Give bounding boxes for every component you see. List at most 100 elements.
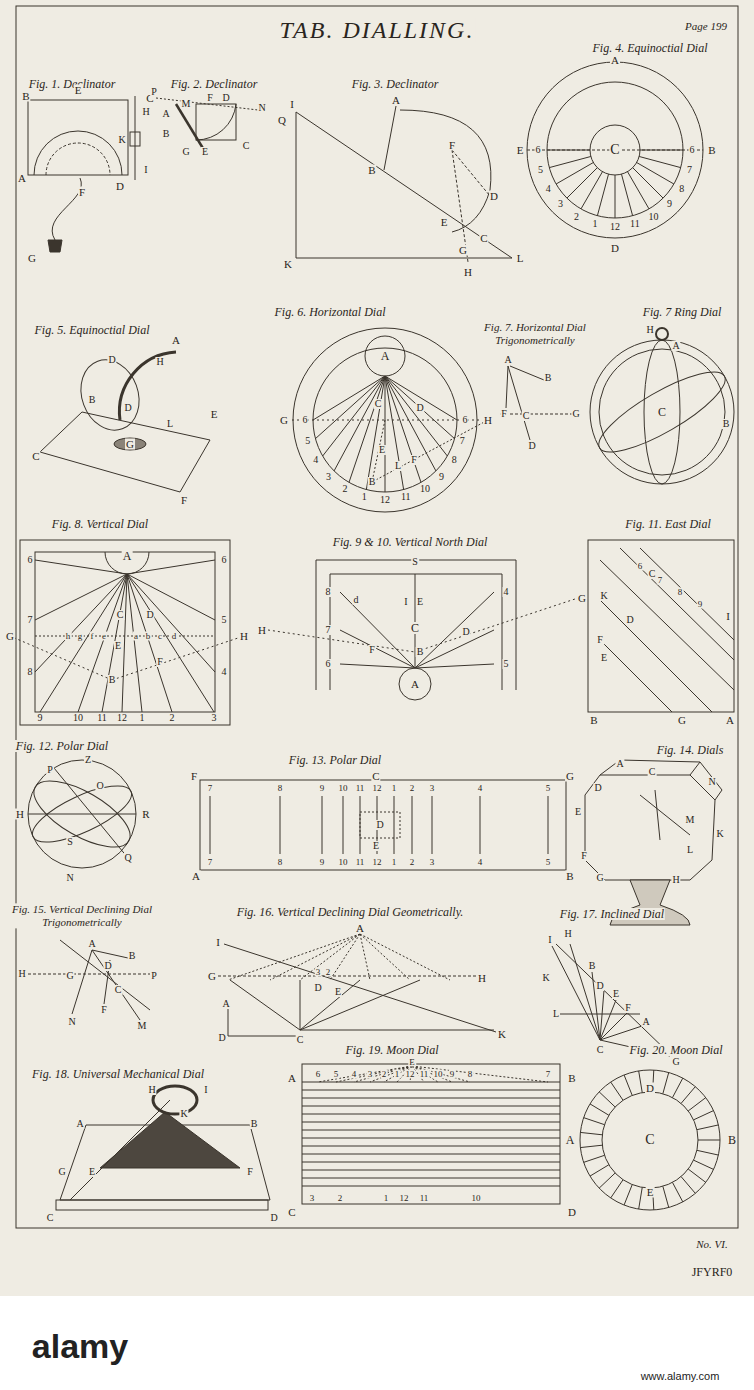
point-letter: N [707, 777, 716, 787]
point-letter: B [722, 419, 731, 429]
point-letter: G [27, 253, 37, 264]
point-letter: H [671, 875, 680, 885]
point-letter: K [541, 973, 550, 983]
engraved-line [640, 150, 683, 151]
point-letter: D [123, 403, 132, 413]
hour-numeral: 5 [333, 1070, 340, 1079]
point-letter: D [221, 93, 230, 103]
point-letter: C [479, 233, 488, 244]
hour-numeral: 3 [429, 858, 436, 867]
point-letter: A [87, 939, 96, 949]
point-letter: G [125, 439, 135, 450]
hour-numeral: 10 [433, 1070, 444, 1079]
hour-numeral: 5 [304, 436, 311, 446]
point-letter: B [108, 675, 117, 685]
point-letter: B [544, 373, 553, 383]
watermark: alamy [31, 1329, 129, 1363]
point-letter: K [715, 829, 724, 839]
point-letter: C [287, 1207, 296, 1218]
figure-caption: Fig. 1. Declinator [28, 78, 117, 90]
point-letter: I [203, 1085, 208, 1095]
engraved-line [580, 1145, 602, 1147]
hour-numeral: 10 [338, 784, 349, 793]
point-letter: F [246, 1167, 254, 1177]
engraved-line [315, 376, 385, 439]
hour-numeral: 6 [221, 555, 228, 565]
point-letter: M [137, 1021, 148, 1031]
point-letter: F [78, 187, 86, 198]
point-letter: A [17, 173, 27, 184]
point-letter: D [145, 610, 154, 620]
point-letter: K [599, 591, 608, 601]
point-letter: D [489, 191, 499, 202]
point-letter: L [166, 419, 174, 429]
point-letter: H [645, 325, 654, 335]
engraved-line [584, 1155, 605, 1162]
hour-numeral: 11 [419, 1070, 430, 1079]
hour-numeral: 6 [462, 415, 469, 425]
hour-numeral: 6 [27, 555, 34, 565]
engraved-line [590, 1165, 609, 1176]
point-letter: F [500, 409, 508, 419]
hour-numeral: 1 [394, 1070, 401, 1079]
plate-title: TAB. DIALLING. [279, 18, 476, 42]
figure-caption: Fig. 7 Ring Dial [642, 306, 723, 318]
point-letter: B [88, 395, 97, 405]
engraved-line [698, 1140, 720, 1141]
hour-numeral: 7 [686, 165, 693, 175]
plate-number: Page 199 [684, 21, 728, 32]
engraved-line [581, 172, 603, 209]
point-letter: I [143, 165, 148, 175]
point-letter: H [141, 107, 150, 117]
engraved-line [302, 1106, 560, 1107]
hour-numeral: 8 [677, 588, 684, 597]
hour-numeral: 2 [573, 212, 580, 222]
hour-numeral: g [77, 632, 84, 641]
hour-numeral: 7 [545, 1070, 552, 1079]
point-letter: A [171, 335, 181, 346]
point-letter: H [563, 929, 572, 939]
engraved-line [672, 1182, 682, 1201]
hour-numeral: 4 [545, 184, 552, 194]
point-letter: S [66, 837, 74, 847]
hour-numeral: 8 [325, 587, 332, 597]
point-letter: E [612, 989, 620, 999]
point-letter: E [88, 1167, 96, 1177]
hour-numeral: 4 [477, 784, 484, 793]
engraved-line [302, 1170, 560, 1171]
point-letter: K [283, 259, 293, 270]
engraved-line [688, 1098, 706, 1111]
engraved-line [412, 1066, 548, 1082]
engraved-line [611, 1180, 623, 1198]
hour-numeral: 2 [409, 858, 416, 867]
point-letter: E [378, 445, 386, 455]
point-letter: F [368, 645, 376, 655]
hour-numeral: h [65, 632, 72, 641]
figure-caption: Fig. 4. Equinoctial Dial [592, 42, 709, 54]
point-letter: A [610, 55, 620, 66]
hour-numeral: 9 [438, 472, 445, 482]
engraved-line [681, 1087, 695, 1104]
figure-caption: Fig. 5. Equinoctial Dial [34, 324, 151, 336]
point-letter: H [257, 625, 267, 636]
hour-numeral: 2 [409, 784, 416, 793]
point-letter: A [122, 550, 133, 562]
point-letter: B [162, 129, 171, 139]
point-letter: E [440, 217, 449, 228]
engraved-line [385, 376, 386, 492]
point-letter: G [5, 631, 15, 642]
point-letter: D [269, 1213, 278, 1223]
point-letter: L [394, 461, 402, 471]
engraved-line [584, 1118, 605, 1125]
point-letter: A [380, 350, 391, 362]
figure-caption: Fig. 2. Declinator [170, 78, 259, 90]
hour-numeral: 3 [325, 472, 332, 482]
point-letter: G [279, 415, 289, 426]
engraved-line [385, 376, 404, 490]
point-letter: G [677, 715, 687, 726]
point-letter: E [74, 85, 83, 96]
engraved-line [624, 1075, 632, 1095]
engraved-line [385, 376, 447, 456]
